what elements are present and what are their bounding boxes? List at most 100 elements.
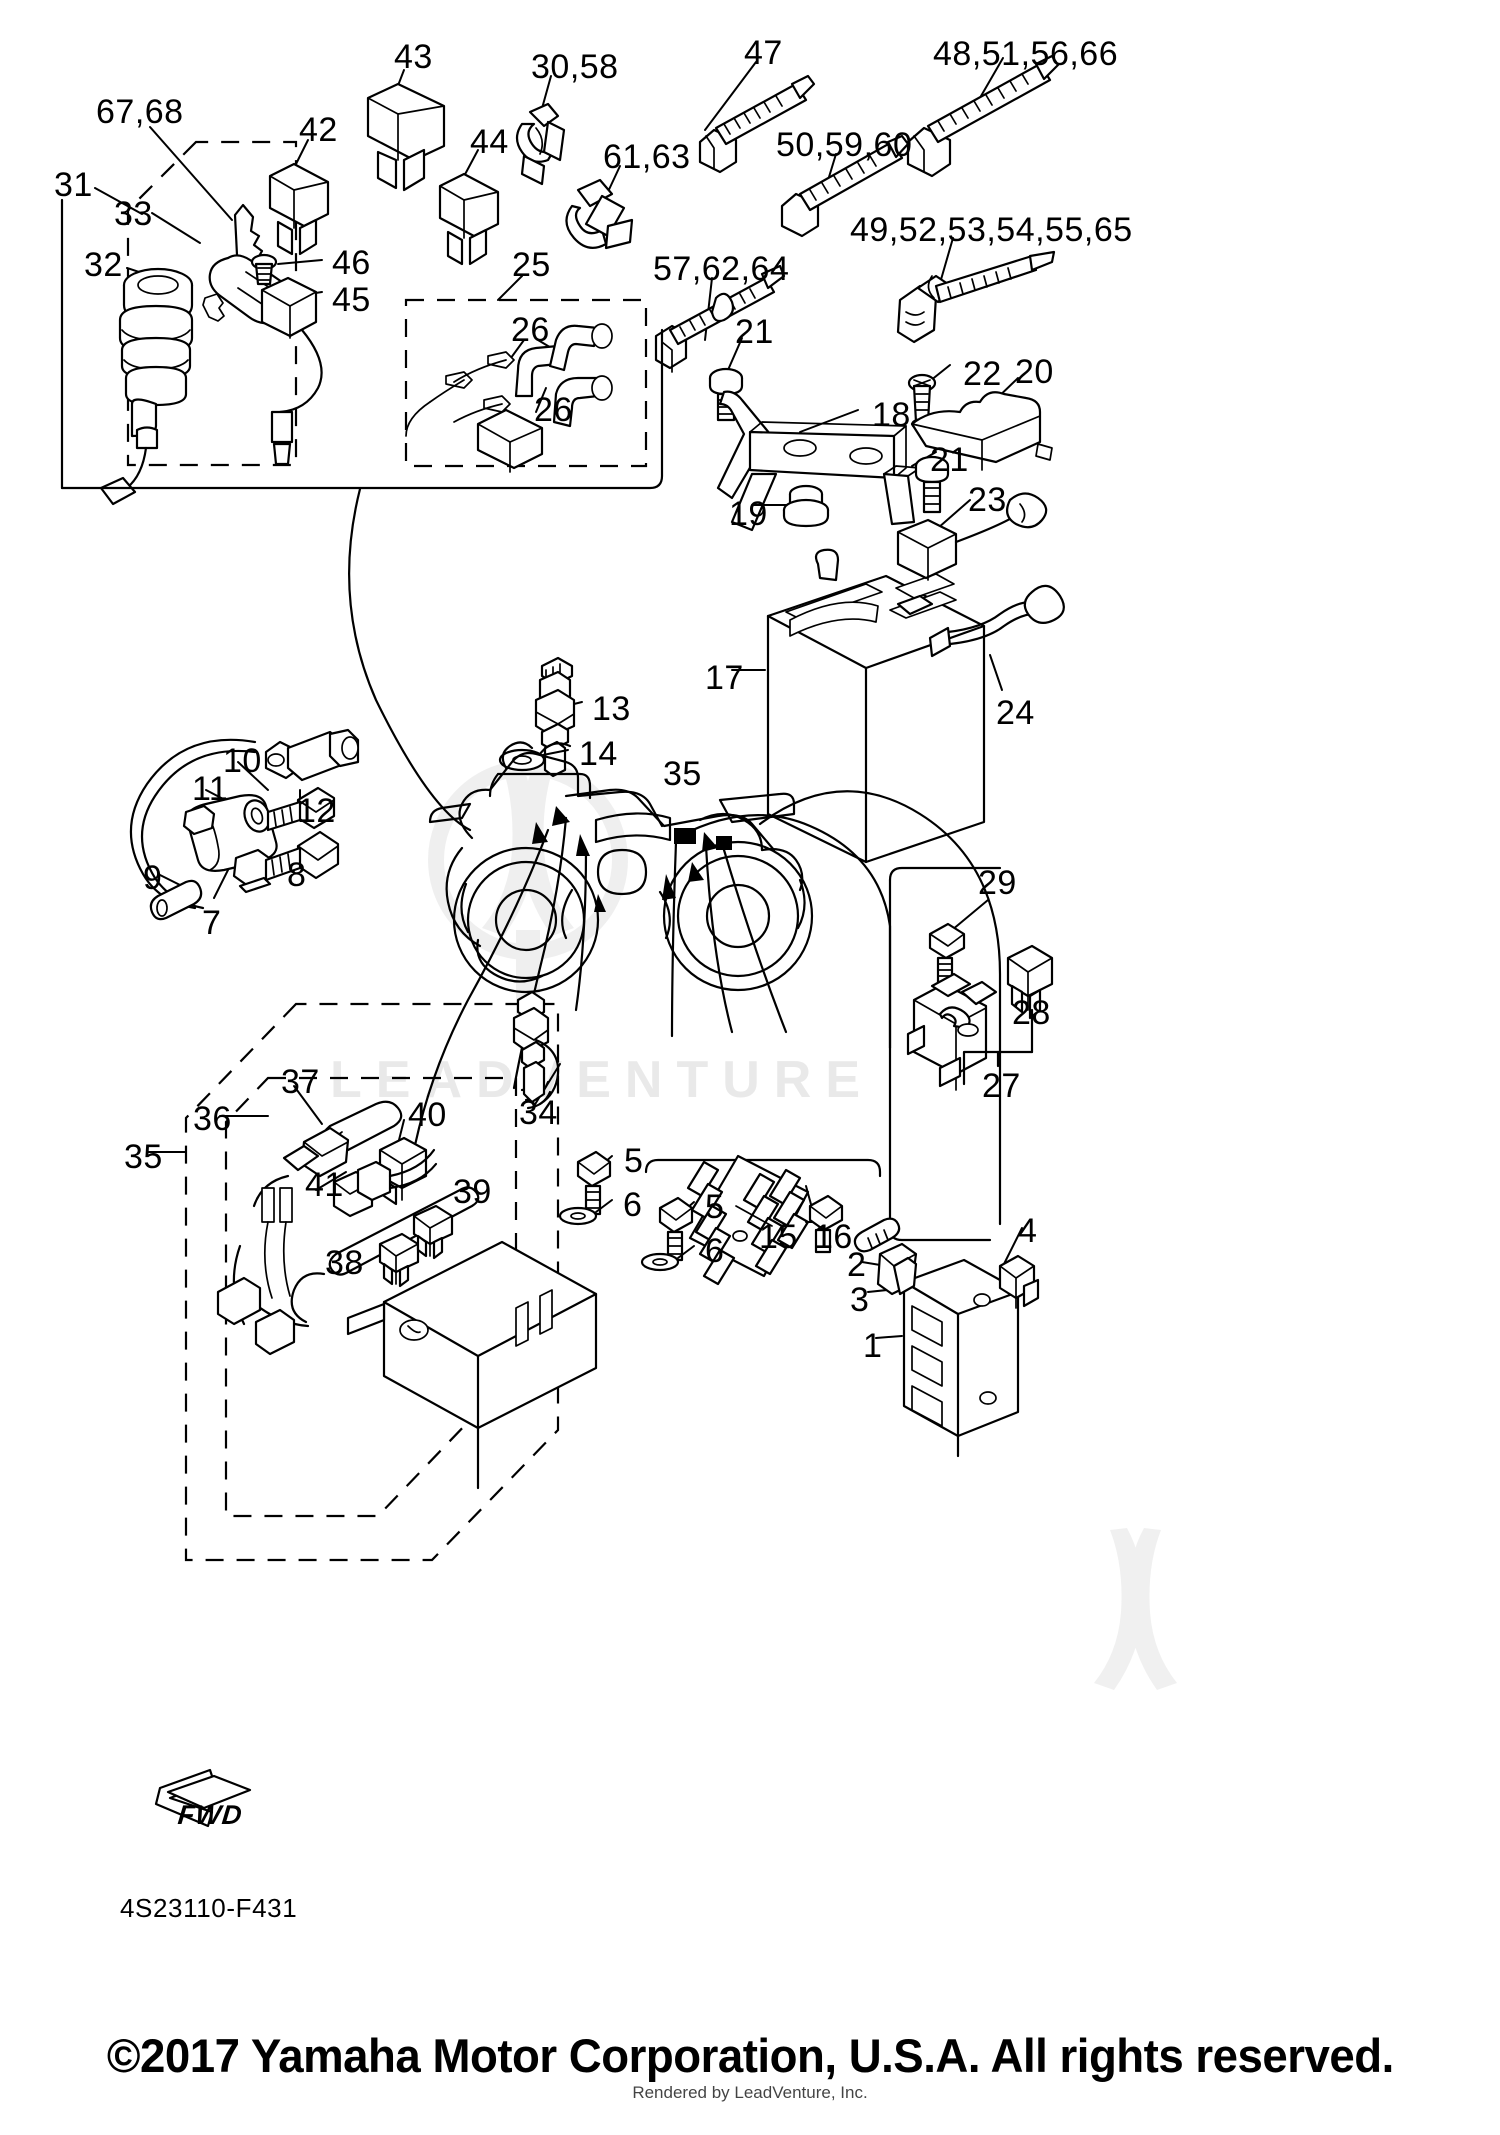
callout-57-62-64: 57,62,64 <box>653 250 790 288</box>
bolt-5-bottom <box>658 1196 694 1262</box>
part-code-label: 4S23110-F431 <box>120 1893 298 1923</box>
sub-wire-harness-26 <box>405 323 613 473</box>
group-box-25 <box>404 298 648 468</box>
ecu-1 <box>902 1258 1020 1458</box>
cable-tie-48-51-56-66 <box>906 54 1060 178</box>
ignition-switch-body <box>99 304 194 506</box>
battery-lead-24 <box>928 584 1065 658</box>
rendered-by-notice: Rendered by LeadVenture, Inc. <box>632 2083 868 2102</box>
callout-2: 2 <box>847 1246 867 1284</box>
battery-holder-20 <box>910 391 1053 471</box>
connector-4 <box>998 1254 1040 1309</box>
bracket-3 <box>876 1242 918 1296</box>
group-box-31 <box>126 140 298 467</box>
callout-37: 37 <box>281 1063 320 1101</box>
callout-29: 29 <box>978 864 1017 902</box>
copyright-notice: ©2017 Yamaha Motor Corporation, U.S.A. A… <box>106 2029 1394 2082</box>
fwd-arrow <box>154 1768 252 1828</box>
cable-tie-47 <box>698 74 816 174</box>
wire-clamp-30-58 <box>515 102 566 186</box>
callout-26: 26 <box>534 391 573 429</box>
callout-15: 15 <box>759 1218 798 1256</box>
callout-11: 11 <box>192 770 229 808</box>
rectifier-regulator-15 <box>686 1154 810 1286</box>
callout-43: 43 <box>394 38 433 76</box>
callout-45: 45 <box>332 281 371 319</box>
callout-18: 18 <box>872 396 911 434</box>
group-box-36-inner <box>224 1076 518 1518</box>
callout-16: 16 <box>814 1218 853 1256</box>
callout-6: 6 <box>705 1232 725 1270</box>
group-box-35-outer <box>184 1002 560 1562</box>
callout-41: 41 <box>305 1166 344 1204</box>
fwd-direction-label: FWD <box>176 1800 245 1830</box>
callout-21: 21 <box>735 313 774 351</box>
bolt-5-top <box>576 1150 612 1216</box>
callout-48-51-56-66: 48,51,56,66 <box>933 35 1119 73</box>
battery-17 <box>766 548 986 864</box>
callout-35: 35 <box>124 1138 163 1176</box>
callout-50-59-60: 50,59,60 <box>776 126 913 164</box>
callout-67-68: 67,68 <box>96 93 184 131</box>
connector-44 <box>438 172 500 266</box>
screw-46 <box>250 253 278 286</box>
callout-6: 6 <box>623 1186 643 1224</box>
callout-39: 39 <box>453 1173 492 1211</box>
callout-21: 21 <box>930 441 969 479</box>
connector-43 <box>366 82 446 192</box>
connector-41 <box>232 1148 438 1328</box>
cable-tie-49-52-53-54-55-65 <box>896 250 1056 344</box>
footer: ©2017 Yamaha Motor Corporation, U.S.A. A… <box>0 2028 1500 2083</box>
callout-32: 32 <box>84 246 123 284</box>
cdi-box <box>346 1240 598 1490</box>
callout-8: 8 <box>287 856 307 894</box>
callout-49-52-53-54-55-65: 49,52,53,54,55,65 <box>850 211 1133 249</box>
callout-28: 28 <box>1012 994 1051 1032</box>
battery-bracket-18 <box>716 390 921 532</box>
callout-25: 25 <box>512 246 551 284</box>
starter-relay-27 <box>906 922 1054 1091</box>
callout-23: 23 <box>968 481 1007 519</box>
fuse-38 <box>378 1232 420 1288</box>
plug-9 <box>149 879 203 921</box>
callout-5: 5 <box>624 1142 644 1180</box>
callout-61-63: 61,63 <box>603 138 691 176</box>
callout-9: 9 <box>143 859 163 897</box>
grommet-19 <box>782 484 830 528</box>
callout-47: 47 <box>744 34 783 72</box>
washer-6-bottom <box>640 1252 680 1272</box>
callout-46: 46 <box>332 244 371 282</box>
callout-19: 19 <box>729 495 768 533</box>
top-group-outline <box>60 328 664 490</box>
callout-12: 12 <box>297 792 336 830</box>
callout-13: 13 <box>592 690 631 728</box>
bolt-21-bottom <box>914 455 950 514</box>
connector-42 <box>268 162 330 256</box>
callout-14: 14 <box>579 735 618 773</box>
thermo-unit-34 <box>512 990 560 1110</box>
bolt-16 <box>808 1194 844 1254</box>
callout-20: 20 <box>1015 353 1054 391</box>
callout-35: 35 <box>663 755 702 793</box>
callout-40: 40 <box>408 1096 447 1134</box>
bolt-2 <box>853 1217 901 1253</box>
callout-27: 27 <box>982 1067 1021 1105</box>
washer-6-top <box>558 1206 598 1226</box>
callout-3: 3 <box>850 1281 870 1319</box>
fuse-39 <box>412 1204 454 1260</box>
callout-1: 1 <box>863 1327 883 1365</box>
callout-4: 4 <box>1018 1212 1038 1250</box>
callout-26: 26 <box>511 311 550 349</box>
callout-22: 22 <box>963 355 1002 393</box>
callout-31: 31 <box>54 166 93 204</box>
callout-34: 34 <box>519 1094 558 1132</box>
callout-10: 10 <box>223 742 262 780</box>
callout-44: 44 <box>470 123 509 161</box>
battery-lead-23 <box>896 492 1048 581</box>
cable-tie-50-59-60 <box>780 134 910 238</box>
cable-tie-57-62-64 <box>654 264 786 373</box>
relay-45 <box>260 276 323 466</box>
callout-7: 7 <box>202 904 222 942</box>
